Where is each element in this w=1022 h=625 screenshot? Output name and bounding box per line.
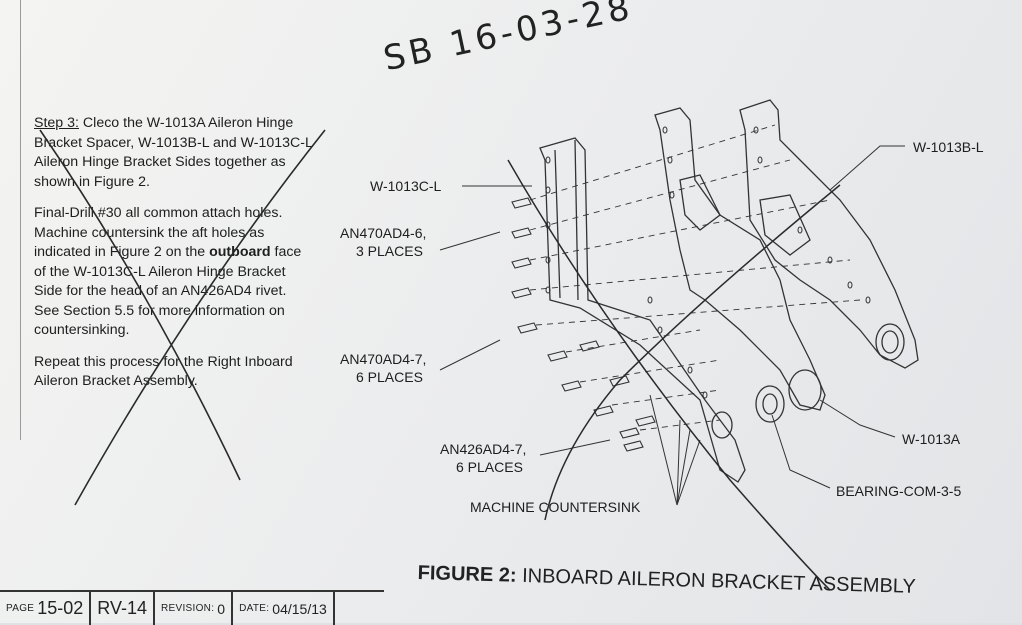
bracket-w1013b-l [739,99,919,369]
step-text-2b: face of the W-1013C-L Aileron Hinge Brac… [34,244,302,338]
bracket-middle [654,107,826,411]
footer-model-cell: RV-14 [91,592,155,625]
footer-revision-cell: REVISION: 0 [155,592,234,625]
callout-an470ad4-7: AN470AD4-7, 6 PLACES [340,350,426,386]
date-label: DATE: [239,603,270,614]
callout-machine-countersink: MACHINE COUNTERSINK [470,499,641,515]
pencil-line-1 [507,159,831,591]
callout-an470ad4-6-part: AN470AD4-6, [340,225,427,241]
callout-w1013b-l: W-1013B-L [913,139,984,155]
date-value: 04/15/13 [272,600,327,617]
step-paragraph-3: Repeat this process for the Right Inboar… [34,353,293,390]
figure-label: FIGURE 2: [417,562,517,587]
bracket-w1013c-l [539,137,746,483]
footer-page-cell: PAGE 15-02 [0,592,92,625]
revision-value: 0 [217,600,226,617]
step-instructions: Step 3: Cleco the W-1013A Aileron Hinge … [34,114,314,404]
callout-an426ad4-7: AN426AD4-7, 6 PLACES [440,440,526,476]
callout-an426ad4-7-part: AN426AD4-7, [440,441,527,457]
revision-label: REVISION: [161,603,215,614]
page-label: PAGE [6,603,35,614]
step-paragraph-1: Step 3: Cleco the W-1013A Aileron Hinge … [34,114,314,192]
callout-bearing: BEARING-COM-3-5 [836,483,962,499]
callout-an470ad4-6: AN470AD4-6, 3 PLACES [340,224,426,260]
page-margin-line [20,0,21,440]
model-name: RV-14 [97,598,147,618]
pencil-line-2 [544,184,841,521]
step-text-2-bold: outboard [209,244,271,260]
callout-an470ad4-7-places: 6 PLACES [356,369,423,385]
callout-an426ad4-7-places: 6 PLACES [456,459,523,475]
footer-date-cell: DATE: 04/15/13 [233,592,335,625]
callout-w1013a: W-1013A [902,431,961,447]
step-heading: Step 3: [34,115,79,131]
callout-an470ad4-7-part: AN470AD4-7, [340,351,427,367]
callout-w1013c-l: W-1013C-L [370,178,442,194]
callout-an470ad4-6-places: 3 PLACES [356,243,423,259]
page-number: 15-02 [37,598,84,618]
footer-title-block: PAGE 15-02 RV-14 REVISION: 0 DATE: 04/15… [0,590,384,625]
step-text-1: Cleco the W-1013A Aileron Hinge Bracket … [34,115,313,190]
